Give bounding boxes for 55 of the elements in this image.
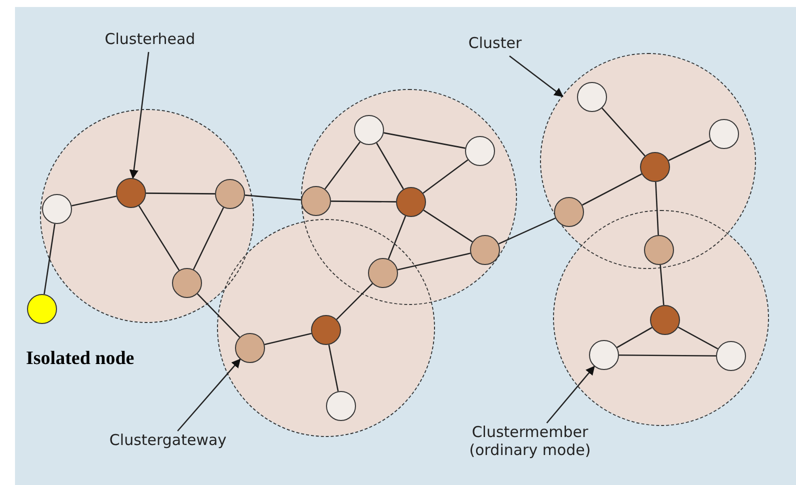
clusterhead-node — [650, 305, 680, 335]
node-caption: Isolated node — [26, 348, 134, 370]
link-line — [376, 142, 404, 190]
link-line — [138, 205, 180, 271]
gateway-node — [235, 333, 265, 363]
member-node — [709, 119, 739, 149]
link-line — [146, 192, 215, 194]
link-line — [422, 159, 468, 194]
link-line — [331, 200, 396, 202]
link-line — [678, 326, 718, 350]
gateway-node — [215, 179, 245, 209]
member-node — [326, 391, 356, 421]
link-line — [196, 293, 240, 338]
link-line — [397, 252, 471, 270]
member-node — [354, 115, 384, 145]
link-line — [582, 173, 642, 206]
leader-arrow — [129, 52, 150, 179]
link-line — [336, 283, 373, 320]
gateway-node — [172, 268, 202, 298]
link-line — [44, 224, 56, 294]
link-line — [72, 196, 116, 206]
member-node — [42, 194, 72, 224]
link-line — [668, 140, 711, 162]
link-line — [324, 142, 361, 190]
link-line — [602, 108, 646, 156]
leader-arrow — [509, 55, 564, 97]
gateway-node — [301, 186, 331, 216]
link-line — [619, 354, 716, 357]
leader-arrow — [546, 366, 595, 424]
clusterhead-node — [116, 178, 146, 208]
link-line — [660, 264, 664, 306]
member-node — [716, 341, 746, 371]
clusterhead-label: Clusterhead — [90, 30, 210, 52]
clustermember-label: Clustermember (ordinary mode) — [450, 423, 610, 463]
member-node — [465, 136, 495, 166]
link-line — [192, 207, 224, 270]
gateway-node — [554, 197, 584, 227]
link-line — [384, 132, 466, 149]
member-node — [589, 340, 619, 370]
link-line — [423, 210, 473, 242]
leader-arrow — [177, 358, 241, 432]
clustergateway-label: Clustergateway — [88, 431, 248, 453]
gateway-node — [470, 235, 500, 265]
link-line — [655, 182, 659, 236]
clusterhead-node — [396, 187, 426, 217]
link-line — [616, 326, 652, 348]
member-node — [577, 82, 607, 112]
link-line — [328, 344, 339, 392]
link-line — [388, 216, 406, 260]
clusterhead-node — [311, 315, 341, 345]
link-line — [244, 194, 302, 200]
link-line — [264, 332, 312, 346]
clusterhead-node — [640, 152, 670, 182]
cluster-label: Cluster — [458, 34, 532, 56]
link-line — [498, 218, 556, 244]
